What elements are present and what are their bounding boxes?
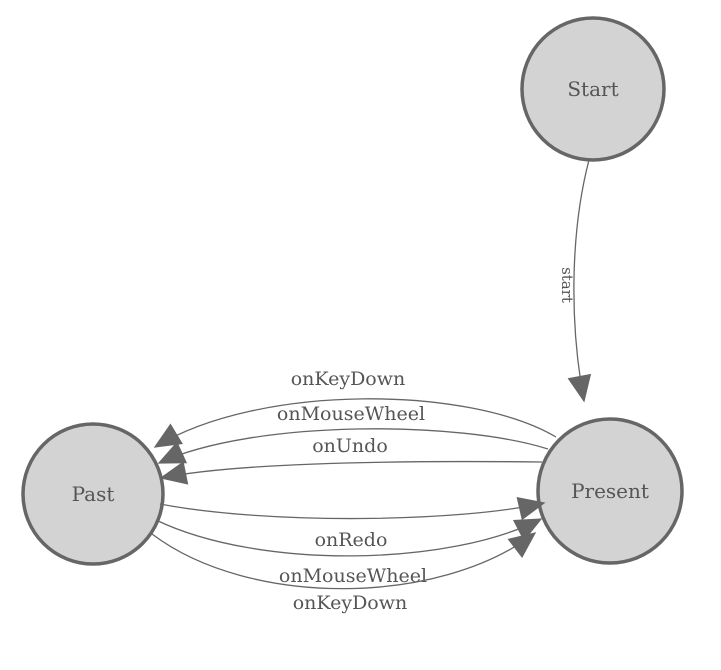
edge-present-to-past-onmousewheel: [157, 428, 549, 464]
edge-label-onredo: onRedo: [315, 529, 388, 551]
edge-past-to-present-onkeydown: [151, 532, 537, 590]
node-present: Present: [536, 417, 684, 565]
node-start-label: Start: [567, 77, 618, 101]
edge-present-to-past-onkeydown: [153, 398, 557, 448]
node-start: Start: [520, 16, 666, 162]
edge-present-to-past-onundo: [159, 460, 543, 485]
edge-label-onkeydown-bottom: onKeyDown: [293, 592, 408, 614]
edge-label-start: start: [558, 267, 576, 303]
node-past-label: Past: [72, 482, 115, 506]
edge-start-to-present: [567, 159, 592, 403]
node-present-circle: [536, 417, 684, 565]
node-start-circle: [520, 16, 666, 162]
edge-label-onmousewheel-top: onMouseWheel: [277, 403, 425, 425]
edge-label-onmousewheel-bottom: onMouseWheel: [279, 565, 427, 587]
node-past-circle: [21, 422, 165, 566]
node-present-label: Present: [571, 479, 649, 503]
node-past: Past: [21, 422, 165, 566]
edges: start onKeyDown onMouseWheel onUndo onRe…: [151, 159, 592, 614]
edge-past-to-present-onmousewheel: [155, 518, 543, 557]
edge-label-onundo: onUndo: [312, 435, 388, 457]
edge-past-to-present-onredo: [159, 496, 546, 521]
edge-label-onkeydown-top: onKeyDown: [291, 368, 406, 390]
